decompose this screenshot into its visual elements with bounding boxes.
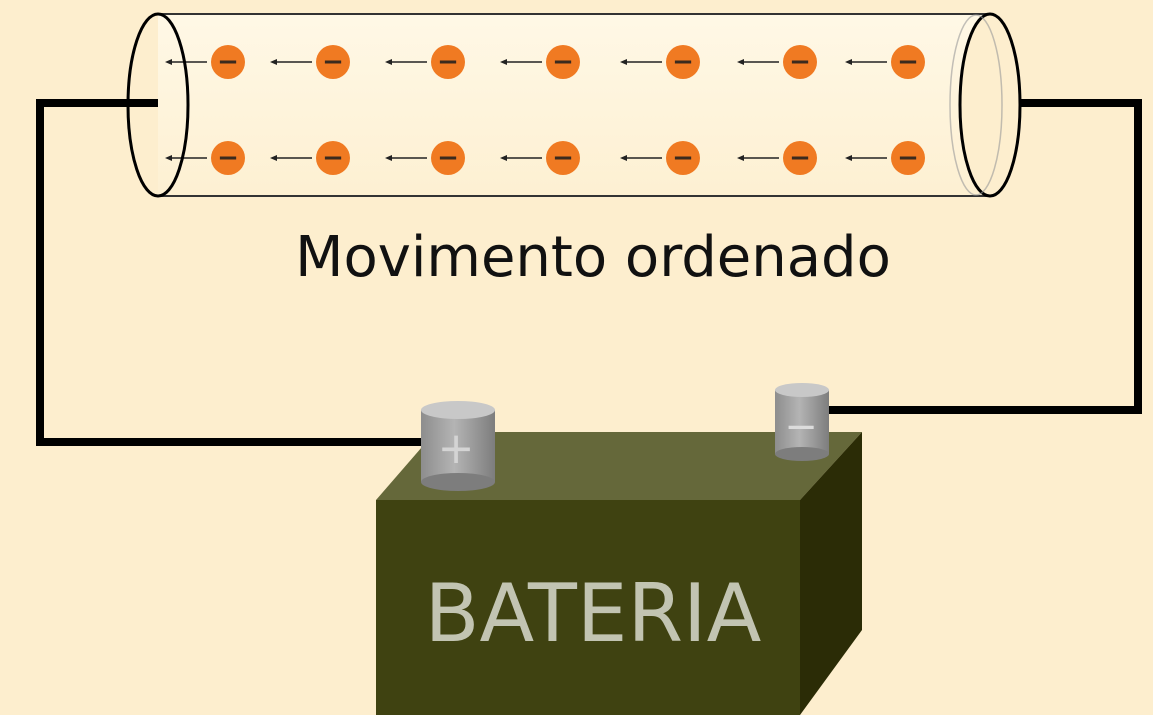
electron-charge: − [672, 47, 694, 77]
drift-arrow [845, 59, 887, 65]
caption-text: Movimento ordenado [295, 225, 891, 290]
electron: − [891, 45, 925, 79]
tube-left-end [126, 12, 190, 198]
electron: − [783, 141, 817, 175]
electron-charge: − [672, 143, 694, 173]
electron: − [891, 141, 925, 175]
negative-symbol: − [784, 404, 818, 450]
electron-charge: − [217, 47, 239, 77]
electron: − [546, 141, 580, 175]
electron: − [666, 45, 700, 79]
electron-charge: − [552, 47, 574, 77]
right-wire [828, 99, 1142, 414]
battery-front-face [376, 500, 800, 715]
electron-charge: − [437, 143, 459, 173]
electron: − [316, 141, 350, 175]
drift-arrow [165, 155, 207, 161]
electron-charge: − [897, 47, 919, 77]
left-wire [36, 99, 430, 446]
drift-arrow [620, 155, 662, 161]
drift-arrow [845, 155, 887, 161]
electron: − [783, 45, 817, 79]
drift-arrow [385, 155, 427, 161]
electron: − [546, 45, 580, 79]
drift-arrow [270, 59, 312, 65]
electron: − [431, 45, 465, 79]
electron-charge: − [322, 47, 344, 77]
electron-charge: − [322, 143, 344, 173]
drift-arrow [620, 59, 662, 65]
drift-arrow [737, 155, 779, 161]
drift-arrow [270, 155, 312, 161]
electron: − [211, 45, 245, 79]
battery-label: BATERIA [425, 567, 762, 660]
conductor-tube [158, 12, 1022, 198]
drift-arrow [500, 59, 542, 65]
electron: − [211, 141, 245, 175]
battery-side-face [800, 432, 862, 715]
drift-arrow [737, 59, 779, 65]
negative-terminal: − [775, 383, 829, 461]
drift-arrow [385, 59, 427, 65]
electron-charge: − [897, 143, 919, 173]
electron-layer: − − − − − − − − − − − − − − [165, 45, 925, 175]
positive-terminal: + [421, 401, 495, 491]
battery-top-face [376, 432, 862, 500]
drift-arrow [165, 59, 207, 65]
electron: − [316, 45, 350, 79]
tube-right-end [958, 12, 1022, 198]
drift-arrow [500, 155, 542, 161]
positive-symbol: + [438, 423, 475, 474]
electron-charge: − [789, 143, 811, 173]
electron: − [431, 141, 465, 175]
electron: − [666, 141, 700, 175]
electron-charge: − [789, 47, 811, 77]
electron-charge: − [437, 47, 459, 77]
electron-charge: − [552, 143, 574, 173]
battery: BATERIA [376, 432, 862, 715]
electron-charge: − [217, 143, 239, 173]
